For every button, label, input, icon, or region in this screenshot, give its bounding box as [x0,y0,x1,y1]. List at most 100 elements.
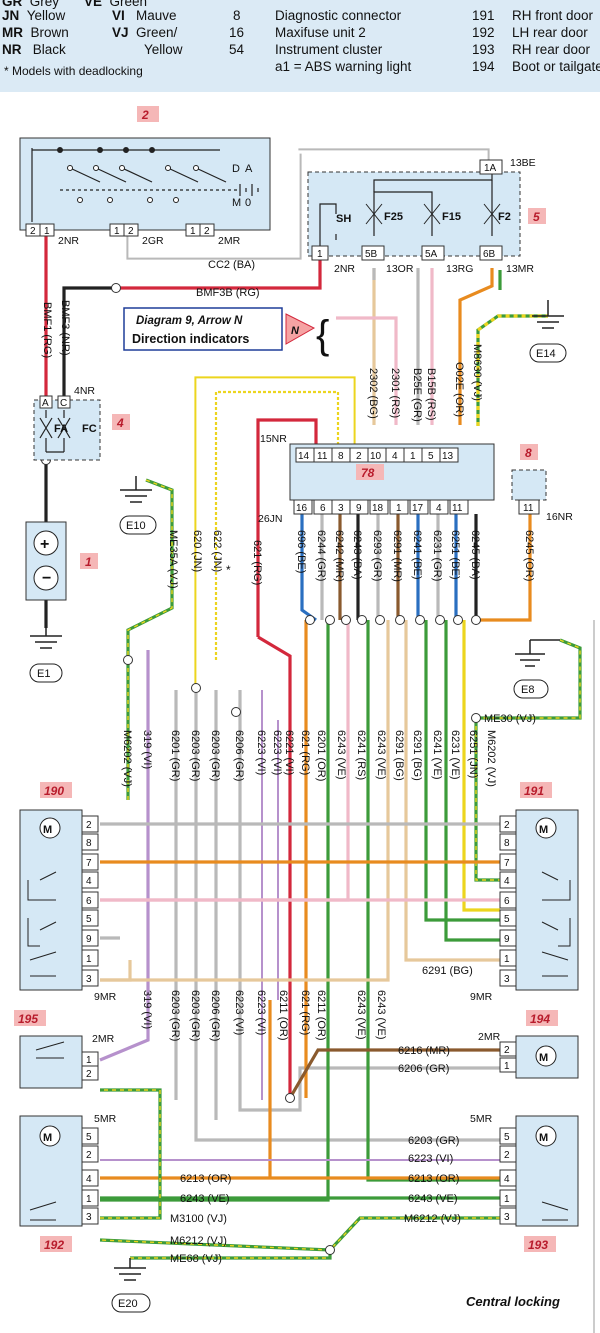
wire-6251-jn [462,620,500,912]
svg-text:6203 (GR): 6203 (GR) [408,1135,459,1147]
brace-icon: { [316,313,329,357]
svg-text:16: 16 [296,503,308,514]
wire-620 [194,376,356,690]
motor-icon: M [43,824,52,836]
connector-194-2mr: 2MR [478,1031,501,1043]
svg-text:6291 (MR): 6291 (MR) [391,530,403,582]
svg-text:6243 (BA): 6243 (BA) [351,530,363,580]
plus-icon: + [40,536,49,553]
svg-text:BMF1 (RG): BMF1 (RG) [41,302,53,358]
svg-text:1A: 1A [484,163,497,174]
legend-component: a1 = ABS warning light [275,59,412,74]
svg-text:4: 4 [392,451,398,462]
fuse-fa: FA [54,423,68,435]
svg-text:9: 9 [356,503,362,514]
svg-text:2: 2 [356,451,362,462]
wire-622 [214,390,340,660]
arrow-ref-letter: N [291,325,300,337]
arrow-ref-diagram: Diagram 9, Arrow N [136,315,243,327]
wire-me35a-dash [127,479,173,660]
svg-text:17: 17 [412,503,424,514]
wire-m3100-dash [100,1089,161,1219]
wire-me30-dash [476,639,581,719]
wire-620-outline [196,378,354,688]
legend-colour-row: NR Black [2,42,66,57]
motor-icon: M [539,1132,548,1144]
svg-text:2: 2 [86,1150,92,1161]
svg-text:3: 3 [86,1212,92,1223]
svg-text:6244 (GR): 6244 (GR) [315,530,327,581]
legend-component: Boot or tailgate [512,59,600,74]
svg-text:1: 1 [44,226,50,237]
svg-text:5: 5 [504,914,510,925]
svg-text:6245 (OR): 6245 (OR) [523,530,535,581]
motor-icon: M [539,1052,548,1064]
svg-text:6243 (VE): 6243 (VE) [355,990,367,1040]
svg-text:6216 (MR): 6216 (MR) [398,1045,450,1057]
svg-text:6291 (BG): 6291 (BG) [411,730,423,781]
arrow-ref-direction-indicators: Diagram 9, Arrow N Direction indicators … [123,307,329,357]
svg-text:6223 (VI): 6223 (VI) [255,990,267,1035]
wire-6216 [288,1048,500,1099]
svg-text:3: 3 [338,503,344,514]
svg-text:6293 (GR): 6293 (GR) [371,530,383,581]
connector-2mr: 2MR [218,235,241,247]
component-2-central-locking-switch: D A M 0 2 2 1 1 2 1 2 2NR 2GR 2MR [19,106,271,247]
svg-text:6203 (GR): 6203 (GR) [189,990,201,1041]
svg-text:2: 2 [86,820,92,831]
component-label-8: 8 [525,446,532,460]
component-label-2: 2 [141,108,149,122]
svg-text:6206 (GR): 6206 (GR) [398,1063,449,1075]
wire-me35a [126,478,174,660]
connector-8-diagnostic: 8 11 16NR [511,444,573,523]
svg-text:2: 2 [504,1045,510,1056]
svg-text:2: 2 [86,1069,92,1080]
svg-text:ME68 (VJ): ME68 (VJ) [170,1253,222,1265]
svg-text:4: 4 [504,876,510,887]
svg-text:6251 (JN): 6251 (JN) [467,730,479,778]
svg-text:E14: E14 [536,348,556,360]
svg-text:6221 (VI): 6221 (VI) [283,730,295,775]
component-label-195: 195 [18,1012,38,1026]
ground-e14: E14 [529,300,567,363]
svg-text:E8: E8 [521,684,534,696]
legend-component: 191 [472,8,495,23]
svg-text:621 (RG): 621 (RG) [299,730,311,775]
svg-text:4: 4 [86,1174,92,1185]
wire-cc2 [126,148,490,260]
svg-text:6231 (VE): 6231 (VE) [449,730,461,780]
legend-colour-row: VE Green [84,0,148,9]
svg-text:1: 1 [396,503,402,514]
svg-text:E20: E20 [118,1298,138,1310]
arrow-ref-text: Direction indicators [132,332,249,346]
deadlocking-asterisk: * [226,563,231,577]
svg-text:E1: E1 [37,668,50,680]
wire-labels-horizontal: CC2 (BA) BMF3B (RG) ME30 (VJ) 6291 (BG) … [170,259,536,1265]
component-192-lh-rear-door: M 5 2 4 1 3 5MR 192 [19,1113,117,1252]
connector-13or: 13OR [386,263,414,275]
svg-text:6231 (GR): 6231 (GR) [431,530,443,581]
legend-component: RH rear door [512,42,591,57]
ground-e20: E20 [111,1258,151,1313]
connector-190-pins: 2 8 7 4 6 5 9 1 3 [81,815,99,987]
legend-colour-row: Yellow [144,42,183,57]
motor-icon: M [539,824,548,836]
minus-icon: − [42,570,51,587]
svg-text:6223 (VI): 6223 (VI) [233,990,245,1035]
connector-4nr: 4NR [74,385,95,397]
connector-190-9mr: 9MR [94,991,117,1003]
component-label-1: 1 [85,555,92,569]
svg-text:1: 1 [317,249,323,260]
svg-text:8: 8 [504,838,510,849]
svg-text:9: 9 [86,934,92,945]
svg-text:4: 4 [504,1174,510,1185]
legend-component: 16 [229,25,245,40]
legend: GR Grey VE Green JN Yellow VI Mauve MR B… [0,0,600,92]
svg-text:5B: 5B [365,249,378,260]
svg-text:319 (VI): 319 (VI) [141,990,153,1029]
svg-text:C: C [60,398,67,409]
svg-text:2: 2 [504,820,510,831]
svg-text:18: 18 [372,503,384,514]
legend-colour-row: GR Grey [2,0,60,9]
svg-text:6203 (GR): 6203 (GR) [209,730,221,781]
